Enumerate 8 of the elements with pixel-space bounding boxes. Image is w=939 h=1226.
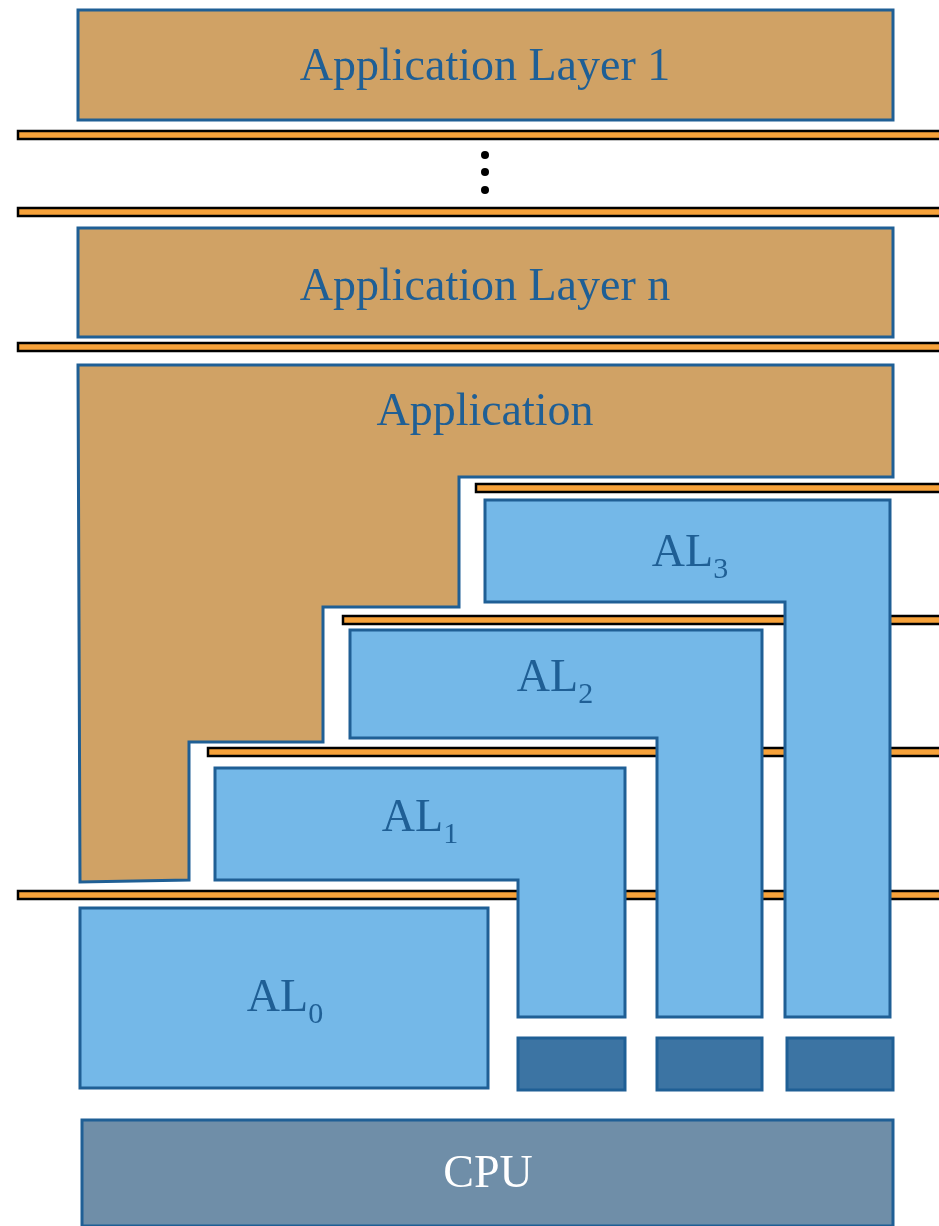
layer-label: AL$_{2}$ — [516, 652, 594, 708]
layer-label: Application Layer 1 — [299, 42, 671, 88]
layer-label: AL$_{0}$ — [246, 972, 324, 1028]
layer-label: Application — [376, 387, 594, 433]
layer-label: AL$_{3}$ — [651, 527, 729, 583]
layer-label: AL$_{1}$ — [381, 792, 459, 848]
layer-label: CPU — [443, 1149, 533, 1195]
layer-label: Application Layer n — [299, 262, 671, 308]
